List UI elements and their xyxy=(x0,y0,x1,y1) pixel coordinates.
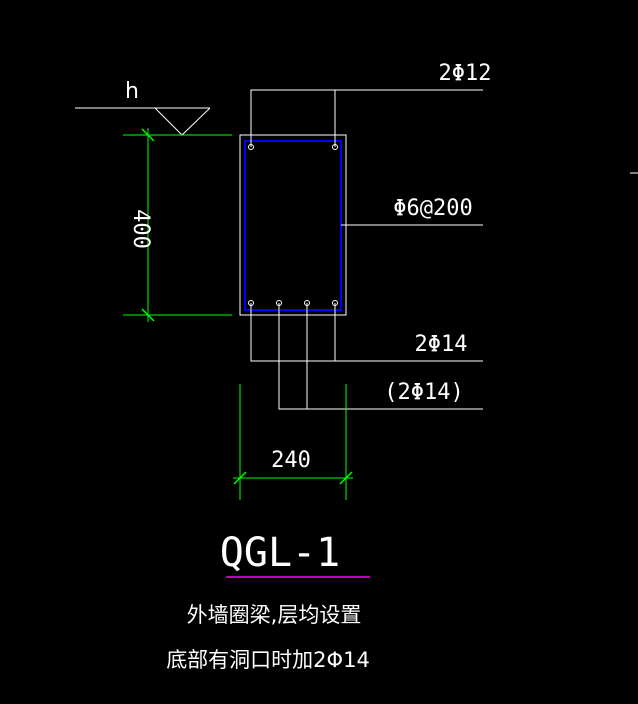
level-mark-triangle xyxy=(154,107,211,136)
width-dim-tick-right xyxy=(339,471,353,485)
leader-extra-rebar xyxy=(278,303,483,410)
label-extra-rebar: (2Φ14) xyxy=(384,380,463,405)
note-line-2: 底部有洞口时加2Φ14 xyxy=(166,648,370,672)
label-top-rebar: 2Φ12 xyxy=(439,61,492,86)
height-dim-label: 400 xyxy=(128,209,153,249)
note-line-1: 外墙圈梁,层均设置 xyxy=(187,603,362,627)
beam-id-title: QGL-1 xyxy=(220,530,340,576)
label-bottom-rebar: 2Φ14 xyxy=(415,332,468,357)
stirrup xyxy=(244,140,342,311)
leader-bottom-rebar xyxy=(250,303,483,362)
leader-top-rebar xyxy=(250,89,483,147)
height-dim-tick-top xyxy=(141,128,155,142)
beam-section-outline xyxy=(239,134,347,316)
level-mark-label: h xyxy=(125,79,139,104)
label-stirrup: Φ6@200 xyxy=(393,196,472,221)
width-dim-label: 240 xyxy=(271,448,311,473)
width-dim-tick-left xyxy=(233,471,247,485)
height-dim-tick-bottom xyxy=(141,308,155,322)
